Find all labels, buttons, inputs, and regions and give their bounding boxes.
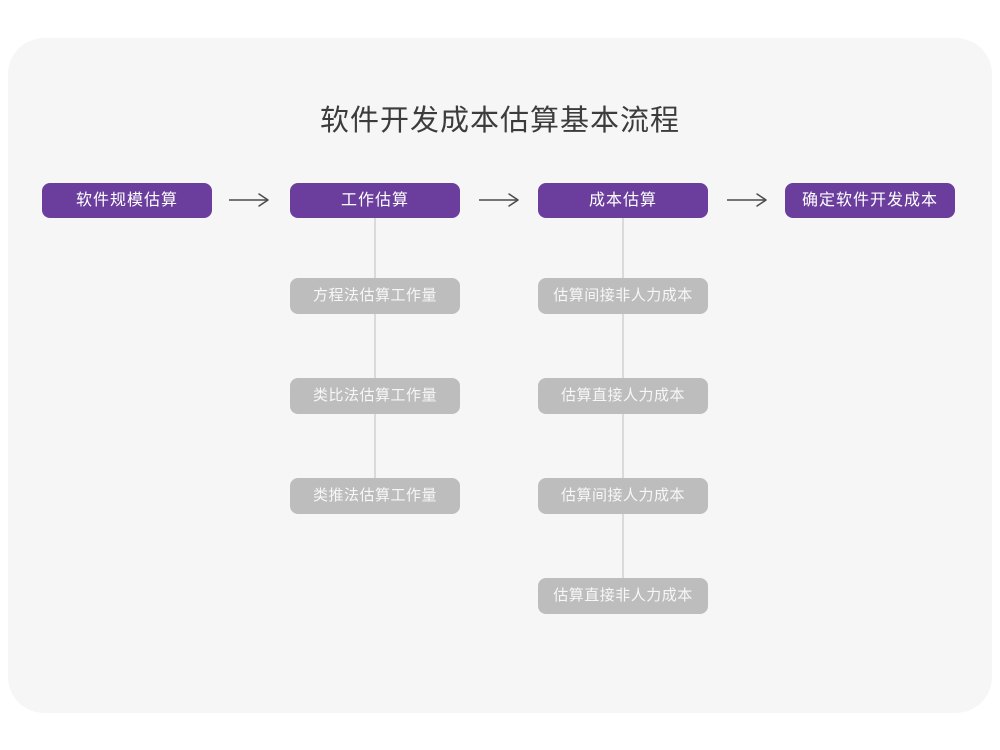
stage-box-final-cost: 确定软件开发成本	[785, 183, 955, 218]
stage-box-cost-estimation: 成本估算	[538, 183, 708, 218]
substep-box-analogy-method: 类比法估算工作量	[290, 378, 460, 414]
substep-box-equation-method: 方程法估算工作量	[290, 278, 460, 314]
diagram-card	[8, 38, 992, 713]
arrow-right-icon	[727, 193, 767, 207]
substep-box-direct-nonlabor-cost: 估算直接非人力成本	[538, 578, 708, 614]
stage-box-effort-estimation: 工作估算	[290, 183, 460, 218]
substep-box-direct-labor-cost: 估算直接人力成本	[538, 378, 708, 414]
arrow-right-icon	[479, 193, 519, 207]
substep-box-extrapolation-method: 类推法估算工作量	[290, 478, 460, 514]
substep-box-indirect-labor-cost: 估算间接人力成本	[538, 478, 708, 514]
substep-box-indirect-nonlabor-cost: 估算间接非人力成本	[538, 278, 708, 314]
stage-box-size-estimation: 软件规模估算	[42, 183, 212, 218]
diagram-title: 软件开发成本估算基本流程	[319, 105, 680, 137]
connector-line	[374, 218, 376, 496]
arrow-right-icon	[229, 193, 269, 207]
